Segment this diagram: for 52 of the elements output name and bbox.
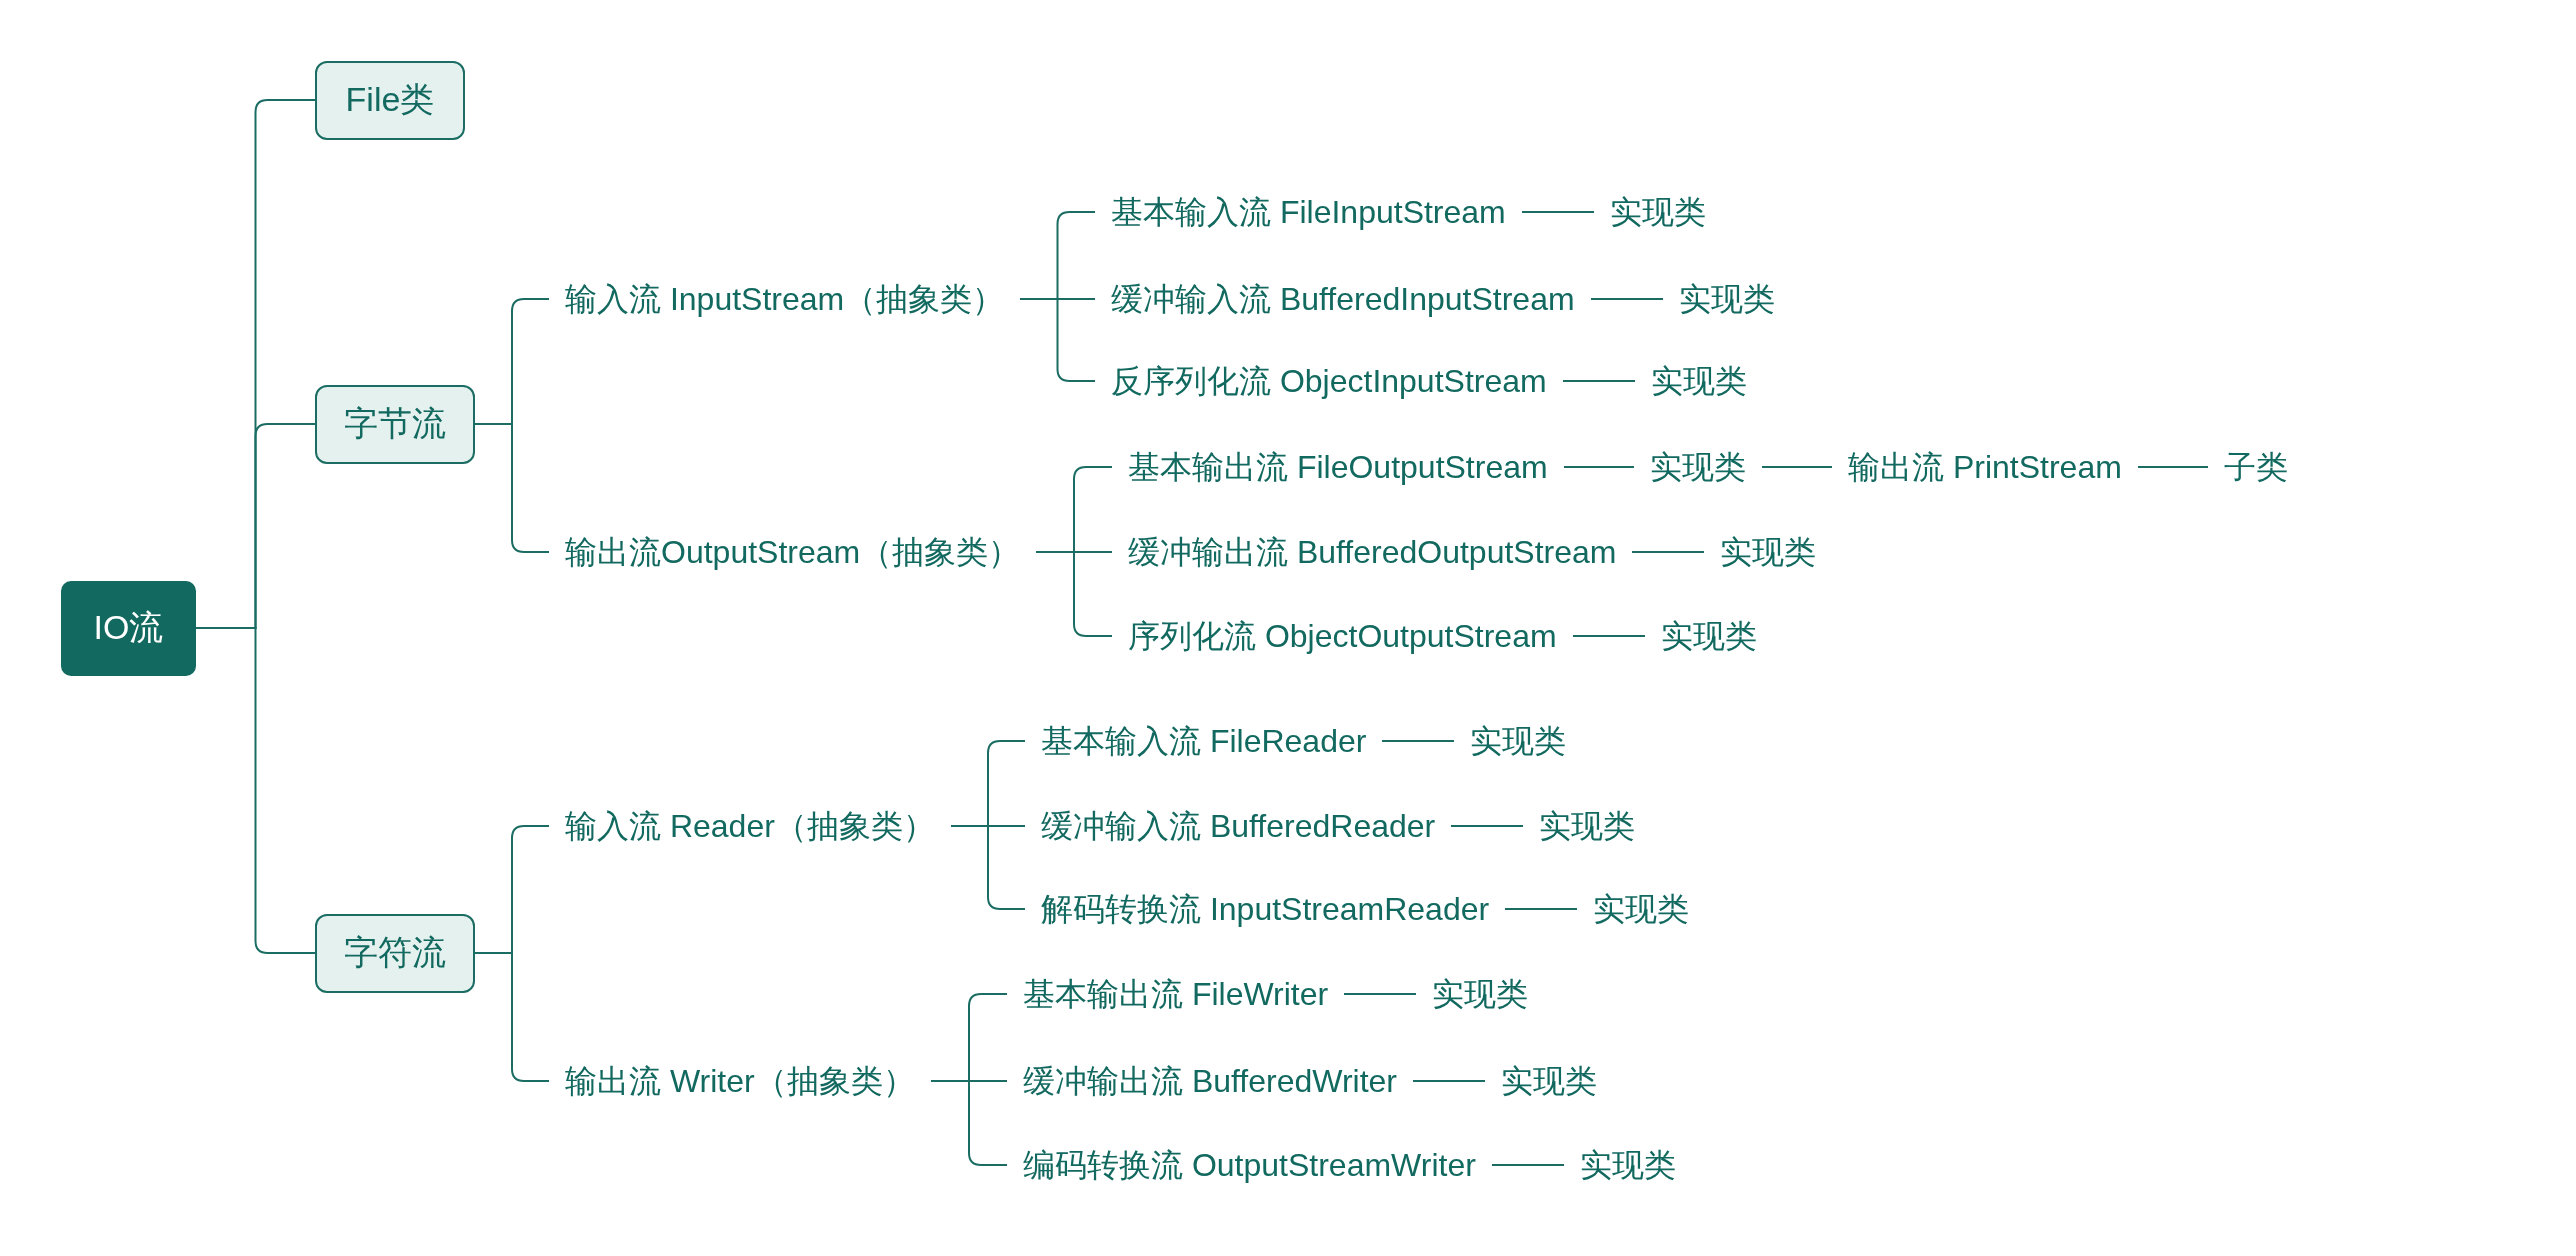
connector-line xyxy=(1450,825,1524,827)
connector-line xyxy=(1019,298,1096,382)
topic-text: 缓冲输入流 BufferedInputStream xyxy=(1095,274,1591,324)
connector-line xyxy=(950,825,1026,910)
connector-line xyxy=(1590,298,1664,300)
connector-line xyxy=(474,423,550,553)
connector-line xyxy=(1761,466,1833,468)
branch-topic: 字节流 xyxy=(315,384,475,464)
topic-text: 实现类 xyxy=(1564,1140,1692,1190)
topic-text: 缓冲输出流 BufferedWriter xyxy=(1007,1056,1413,1106)
topic-text: 编码转换流 OutputStreamWriter xyxy=(1007,1140,1492,1190)
topic-text: 输入流 InputStream（抽象类） xyxy=(549,274,1021,324)
topic-text: 实现类 xyxy=(1485,1056,1613,1106)
topic-text: 输出流 Writer（抽象类） xyxy=(549,1056,931,1106)
topic-text: 解码转换流 InputStreamReader xyxy=(1025,884,1506,934)
connector-line xyxy=(1563,466,1635,468)
connector-line xyxy=(2137,466,2209,468)
topic-text: 实现类 xyxy=(1416,969,1544,1019)
topic-text: 实现类 xyxy=(1634,442,1762,492)
connector-line xyxy=(1412,1080,1486,1082)
topic-text: 实现类 xyxy=(1645,611,1773,661)
topic-text: 实现类 xyxy=(1635,356,1763,406)
topic-text: 基本输入流 FileInputStream xyxy=(1095,187,1522,237)
topic-text: 序列化流 ObjectOutputStream xyxy=(1112,611,1573,661)
topic-text: 缓冲输出流 BufferedOutputStream xyxy=(1112,527,1633,577)
topic-text: 实现类 xyxy=(1577,884,1705,934)
topic-text: 缓冲输入流 BufferedReader xyxy=(1025,801,1452,851)
topic-text: 输出流 PrintStream xyxy=(1832,442,2138,492)
topic-text: 基本输出流 FileOutputStream xyxy=(1112,442,1564,492)
connector-line xyxy=(1521,211,1595,213)
topic-text: 实现类 xyxy=(1523,801,1651,851)
topic-text: 实现类 xyxy=(1594,187,1722,237)
connector-line xyxy=(1562,380,1636,382)
topic-text: 反序列化流 ObjectInputStream xyxy=(1095,356,1563,406)
connector-line xyxy=(1381,740,1455,742)
topic-text: 输入流 Reader（抽象类） xyxy=(549,801,951,851)
connector-line xyxy=(1504,908,1578,910)
topic-text: 基本输入流 FileReader xyxy=(1025,716,1383,766)
root-topic: IO流 xyxy=(61,580,196,676)
connector-line xyxy=(1631,551,1705,553)
connector-line xyxy=(1491,1164,1565,1166)
topic-text: 子类 xyxy=(2208,442,2304,492)
connector-line xyxy=(1343,993,1417,995)
topic-text: 输出流OutputStream（抽象类） xyxy=(549,527,1037,577)
topic-text: 实现类 xyxy=(1704,527,1832,577)
topic-text: 基本输出流 FileWriter xyxy=(1007,969,1345,1019)
branch-topic: File类 xyxy=(315,60,465,140)
connector-line xyxy=(1572,635,1646,637)
topic-text: 实现类 xyxy=(1454,716,1582,766)
topic-text: 实现类 xyxy=(1663,274,1791,324)
connector-line xyxy=(474,952,550,1082)
branch-topic: 字符流 xyxy=(315,913,475,993)
